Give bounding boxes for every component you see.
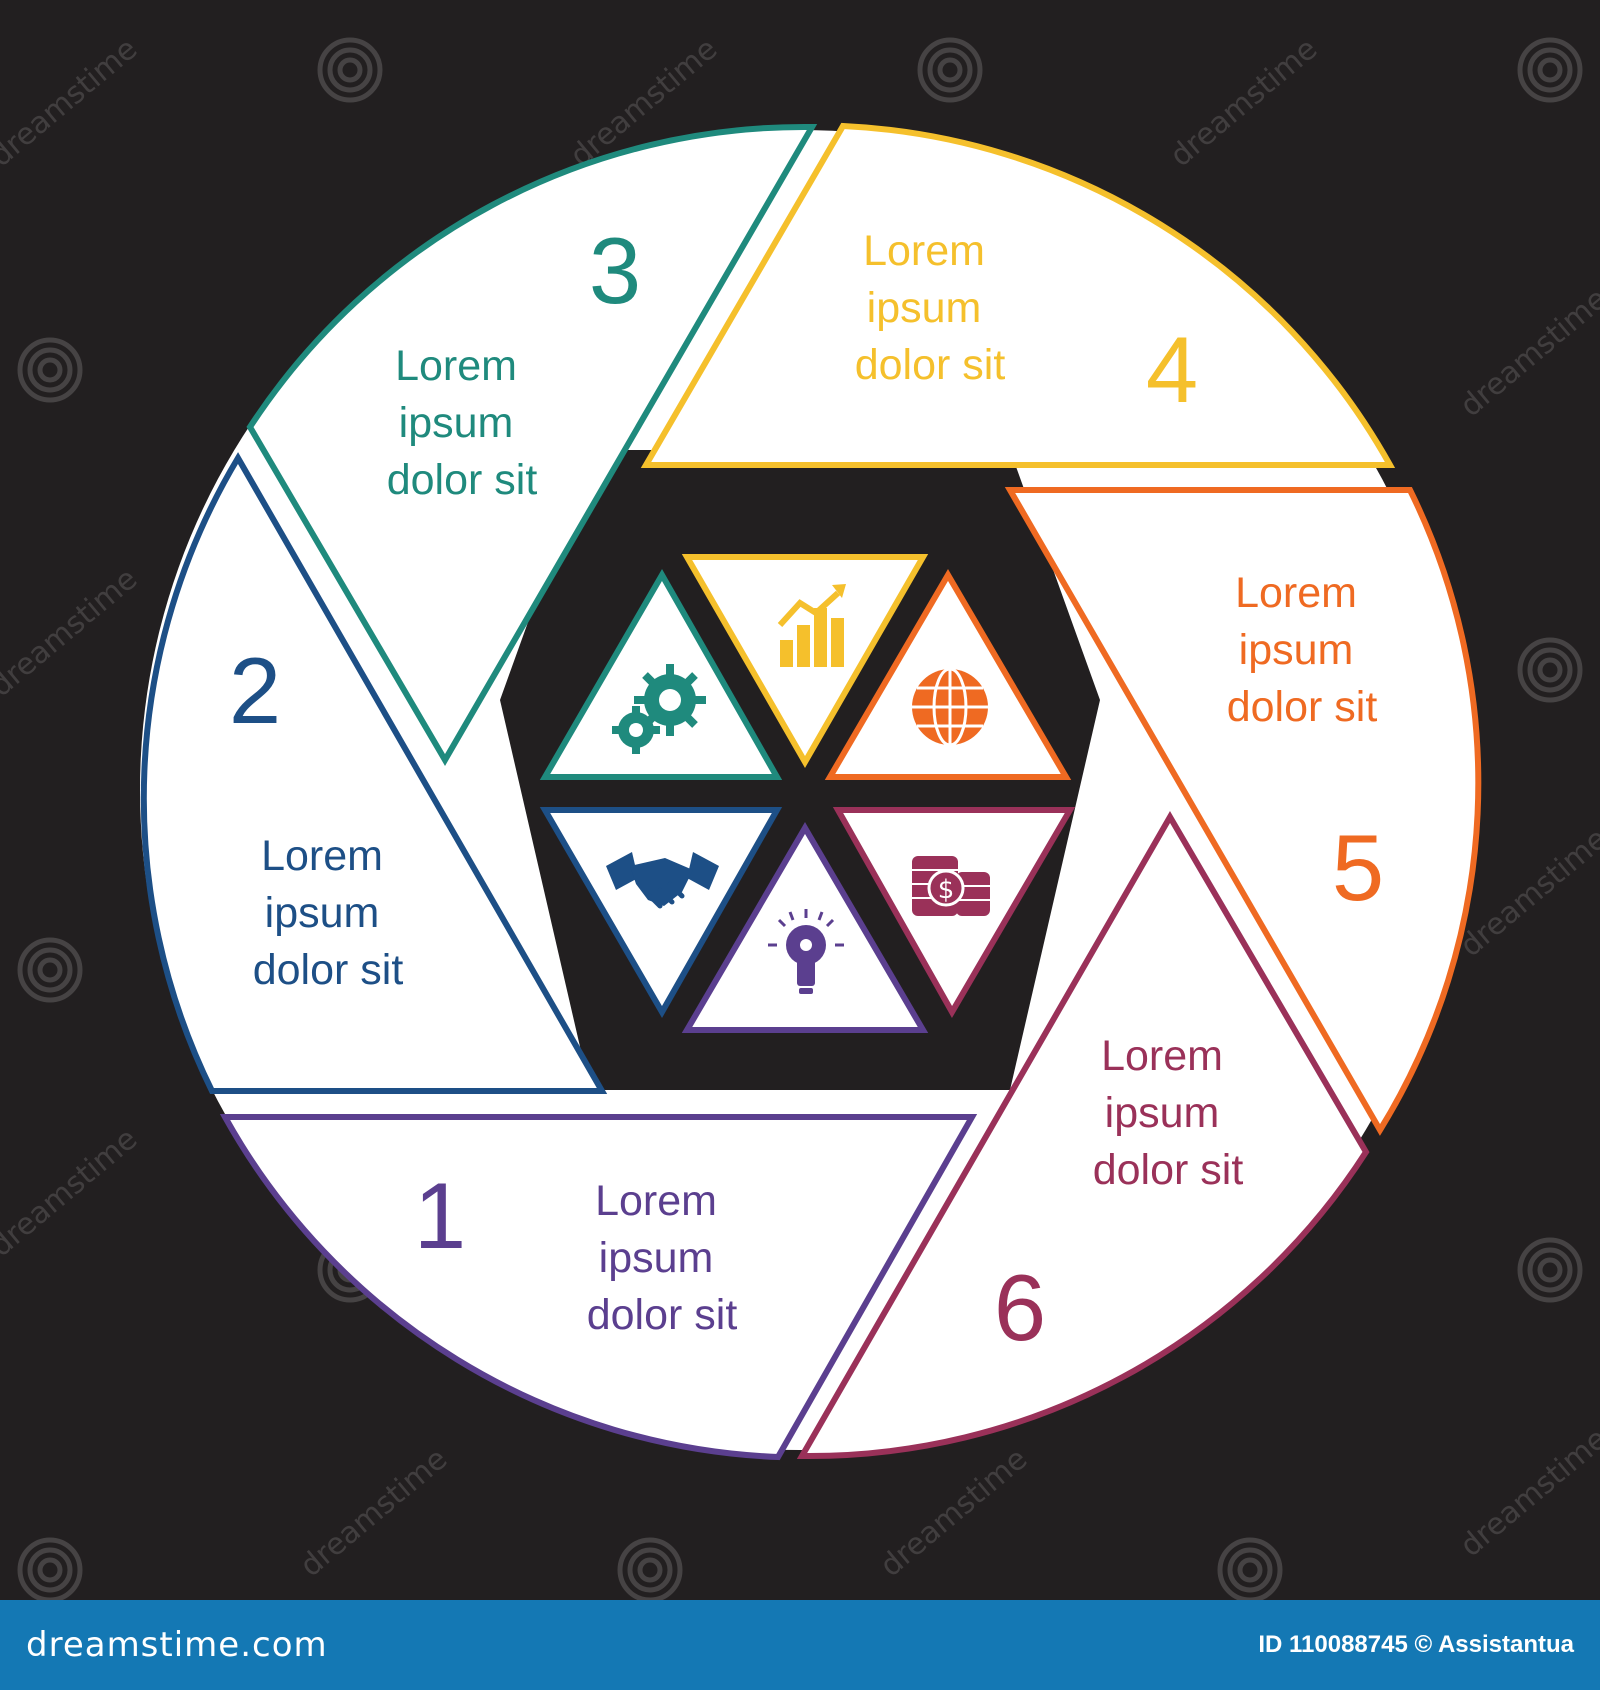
segment-5-text: Lorem ipsum dolor sit — [1227, 569, 1378, 731]
segment-6-line-1: Lorem — [1101, 1032, 1223, 1080]
footer-bar: dreamstime.com ID 110088745 © Assistantu… — [0, 1600, 1600, 1690]
svg-text:$: $ — [938, 875, 955, 905]
inner-triangle-lightbulb — [681, 822, 929, 1033]
growth-chart-icon — [777, 584, 846, 667]
segment-3-shape — [246, 123, 818, 766]
segment-2-text: Lorem ipsum dolor sit — [253, 832, 404, 994]
segment-1-text: Lorem ipsum dolor sit — [587, 1177, 738, 1339]
segment-2-line-1: Lorem — [261, 832, 383, 880]
segment-2-line-3: dolor sit — [253, 946, 404, 994]
segment-6-line-3: dolor sit — [1093, 1146, 1244, 1194]
segment-1-line-2: ipsum — [599, 1234, 714, 1282]
watermark-text: dreamstime — [0, 1121, 144, 1264]
segment-1-line-1: Lorem — [595, 1177, 717, 1225]
segment-2-line-2: ipsum — [265, 889, 380, 937]
inner-triangle-globe — [824, 569, 1072, 780]
inner-triangles: $ — [539, 554, 1076, 1033]
segment-4-shape — [640, 122, 1396, 468]
segment-3-line-1: Lorem — [395, 342, 517, 390]
footer-credit: ID 110088745 © Assistantua — [1258, 1631, 1574, 1658]
segment-6-number: 6 — [994, 1255, 1046, 1360]
watermark-spiral-icon — [17, 337, 83, 403]
segment-2-shape — [140, 452, 608, 1094]
segment-1-shape — [219, 1114, 978, 1461]
watermark-text: dreamstime — [0, 561, 144, 704]
coins-icon: $ — [912, 856, 990, 916]
infographic-diagram: dreamstime dreamstime dreamstime dreamstime… — [0, 31, 1600, 1600]
watermark-spiral-icon — [17, 1537, 83, 1600]
segment-5-number: 5 — [1332, 815, 1384, 920]
gears-icon — [612, 664, 706, 754]
segment-5-line-3: dolor sit — [1227, 683, 1378, 731]
watermark-spiral-icon — [17, 937, 83, 1003]
segment-4-line-1: Lorem — [863, 227, 985, 275]
watermark-text: dreamstime — [1454, 281, 1600, 424]
watermark-spiral-icon — [917, 37, 983, 103]
footer-brand[interactable]: dreamstime.com — [26, 1625, 328, 1665]
segment-1-line-3: dolor sit — [587, 1291, 738, 1339]
segment-4-text: Lorem ipsum dolor sit — [855, 227, 1006, 389]
watermark-spiral-icon — [317, 37, 383, 103]
segment-6-text: Lorem ipsum dolor sit — [1093, 1032, 1244, 1194]
segment-3-number: 3 — [589, 218, 641, 323]
segment-3: 3 Lorem ipsum dolor sit — [246, 123, 818, 766]
watermark-spiral-icon — [1517, 1237, 1583, 1303]
segment-4-number: 4 — [1146, 317, 1198, 422]
segment-6-line-2: ipsum — [1105, 1089, 1220, 1137]
globe-icon — [912, 667, 988, 747]
watermark-spiral-icon — [1517, 637, 1583, 703]
segment-6: 6 Lorem ipsum dolor sit — [796, 811, 1370, 1460]
segment-4-line-3: dolor sit — [855, 341, 1006, 389]
watermark-text: dreamstime — [0, 31, 144, 174]
watermark-spiral-icon — [617, 1537, 683, 1600]
segment-4: 4 Lorem ipsum dolor sit — [640, 122, 1396, 468]
lightbulb-icon — [768, 909, 844, 994]
segment-3-text: Lorem ipsum dolor sit — [387, 342, 538, 504]
segment-2-number: 2 — [229, 638, 281, 743]
inner-triangle-coins: $ — [832, 807, 1076, 1019]
inner-triangle-gears — [539, 568, 783, 780]
segment-3-line-3: dolor sit — [387, 456, 538, 504]
segment-2: 2 Lorem ipsum dolor sit — [140, 452, 608, 1094]
watermark-text: dreamstime — [1164, 31, 1325, 174]
watermark-text: dreamstime — [874, 1441, 1035, 1584]
segment-3-line-2: ipsum — [399, 399, 514, 447]
segment-5-shape — [1004, 487, 1482, 1136]
segment-1-number: 1 — [414, 1163, 466, 1268]
segment-5-line-2: ipsum — [1239, 626, 1354, 674]
segment-5: 5 Lorem ipsum dolor sit — [1004, 487, 1482, 1136]
watermark-spiral-icon — [1217, 1537, 1283, 1600]
segment-4-line-2: ipsum — [867, 284, 982, 332]
handshake-icon — [606, 852, 719, 909]
segment-5-line-1: Lorem — [1235, 569, 1357, 617]
segment-6-shape — [796, 811, 1370, 1460]
watermark-text: dreamstime — [294, 1441, 455, 1584]
inner-triangle-growth — [681, 554, 929, 769]
watermark-spiral-icon — [1517, 37, 1583, 103]
inner-triangle-handshake — [539, 807, 783, 1019]
segment-1: 1 Lorem ipsum dolor sit — [219, 1114, 978, 1461]
watermark-text: dreamstime — [1454, 1421, 1600, 1564]
